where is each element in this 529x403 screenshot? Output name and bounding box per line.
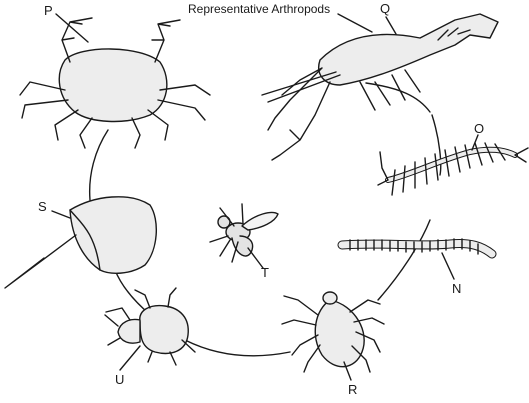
label-p: P bbox=[44, 4, 53, 17]
diagram-title: Representative Arthropods bbox=[188, 2, 330, 16]
label-r: R bbox=[348, 383, 357, 396]
millipede-icon bbox=[342, 239, 492, 254]
leader-q bbox=[386, 17, 396, 34]
label-q: Q bbox=[380, 2, 390, 15]
label-n: N bbox=[452, 282, 461, 295]
centipede-icon bbox=[378, 143, 528, 195]
beetle-icon bbox=[105, 288, 195, 365]
crayfish-icon bbox=[262, 14, 498, 160]
leader-n bbox=[442, 253, 454, 279]
label-o: O bbox=[474, 122, 484, 135]
housefly-icon bbox=[210, 204, 278, 262]
crab-icon bbox=[20, 18, 210, 148]
tick-icon bbox=[282, 292, 384, 372]
label-t: T bbox=[261, 266, 269, 279]
leader-s bbox=[52, 211, 70, 218]
leader-title bbox=[338, 14, 372, 32]
horseshoe-crab-icon bbox=[5, 197, 156, 288]
leader-u bbox=[120, 346, 140, 370]
label-u: U bbox=[115, 373, 124, 386]
label-s: S bbox=[38, 200, 47, 213]
